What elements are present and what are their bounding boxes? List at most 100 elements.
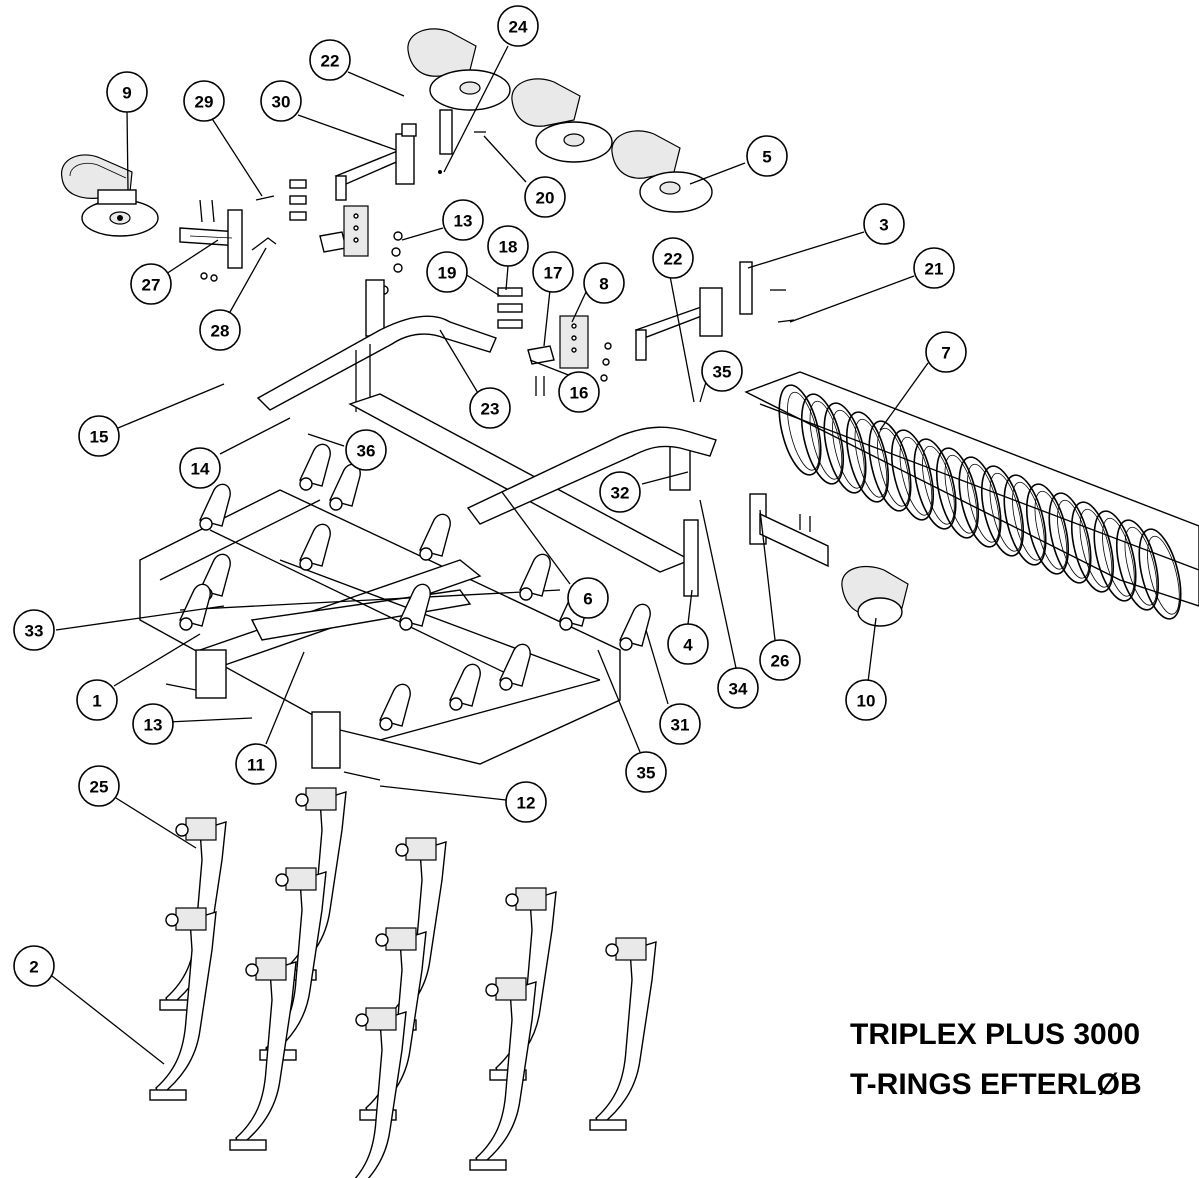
callout-number: 21 <box>925 260 944 279</box>
depth-wheel-9 <box>61 154 159 237</box>
callout-number: 9 <box>122 84 131 103</box>
callout-circle <box>442 199 484 241</box>
callout-26: 26 <box>759 639 801 681</box>
bracket-18-19 <box>497 287 523 329</box>
disc-wheel-middle <box>511 78 613 163</box>
roller-ring <box>1070 501 1115 593</box>
callout-number: 15 <box>90 428 109 447</box>
callout-circle <box>106 71 148 113</box>
tines-25 <box>149 787 657 1178</box>
callout-number: 13 <box>144 716 163 735</box>
callout-number: 16 <box>570 384 589 403</box>
hinge-bracket <box>619 603 651 647</box>
roller-ring-inner <box>854 418 888 498</box>
roller-ring <box>1093 510 1137 602</box>
callout-number: 3 <box>879 216 888 235</box>
roller-ring-inner <box>989 472 1023 552</box>
callout-circle <box>179 447 221 489</box>
roller-ring-inner <box>1057 499 1090 579</box>
callout-number: 28 <box>211 322 230 341</box>
callout-circle <box>78 415 120 457</box>
roller-ring <box>1115 519 1160 611</box>
hinge-pivot <box>419 547 433 561</box>
roller-ring <box>845 411 890 503</box>
callout-circle <box>532 251 574 293</box>
pin-29 <box>255 195 275 201</box>
hinge-pivot <box>329 497 343 511</box>
callout-circle <box>625 751 667 793</box>
roller-ring-inner <box>832 409 865 489</box>
callout-circle <box>845 679 887 721</box>
callout-circle <box>469 387 511 429</box>
callout-number: 10 <box>857 692 876 711</box>
hinge-bracket <box>499 643 531 687</box>
callout-number: 17 <box>544 264 563 283</box>
hinge-pivot <box>379 717 393 731</box>
roller-ring <box>1048 492 1092 584</box>
callout-number: 13 <box>454 212 473 231</box>
callout-number: 19 <box>438 264 457 283</box>
hinge-bracket <box>419 513 451 557</box>
callout-7: 7 <box>925 331 967 373</box>
callout-circle <box>78 765 120 807</box>
callout-22: 22 <box>652 237 694 279</box>
callout-circle <box>717 667 759 709</box>
callout-circle <box>260 80 302 122</box>
callout-34: 34 <box>717 667 759 709</box>
hinge-pivot <box>619 637 633 651</box>
callout-4: 4 <box>667 623 709 665</box>
roller-ring <box>800 393 845 485</box>
callout-circle <box>309 39 351 81</box>
callout-number: 25 <box>90 778 109 797</box>
spring-tine <box>589 937 657 1131</box>
callout-21: 21 <box>913 247 955 289</box>
roller-ring-inner <box>809 400 843 480</box>
roller-ring <box>958 456 1002 548</box>
hinge-pivot <box>499 677 513 691</box>
roller-ring <box>1025 483 1070 575</box>
callout-number: 22 <box>321 52 340 71</box>
callout-circle <box>426 251 468 293</box>
callout-24: 24 <box>497 5 539 47</box>
callout-circle <box>199 309 241 351</box>
leader-lines <box>51 45 929 1065</box>
roller-ring <box>980 465 1025 557</box>
bracket-3 <box>739 261 795 323</box>
roller-ring <box>1003 474 1047 566</box>
spring-tine <box>229 957 297 1151</box>
callout-number: 34 <box>729 680 748 699</box>
callout-1: 1 <box>76 679 118 721</box>
callout-35: 35 <box>625 751 667 793</box>
callout-circle <box>863 203 905 245</box>
title-line-2: T-RINGS EFTERLØB <box>850 1068 1142 1101</box>
callout-30: 30 <box>260 80 302 122</box>
roller-ring-inner <box>899 436 933 516</box>
disc-wheel-5 <box>611 130 713 213</box>
roller-ring-inner <box>922 445 955 525</box>
callout-number: 22 <box>664 250 683 269</box>
roller-ring-inner <box>787 391 820 471</box>
callout-14: 14 <box>179 447 221 489</box>
callout-number: 8 <box>599 275 608 294</box>
disc-wheel-24 <box>407 28 511 155</box>
callout-circle <box>925 331 967 373</box>
callout-circle <box>667 623 709 665</box>
callout-circle <box>524 176 566 218</box>
callout-number: 23 <box>481 400 500 419</box>
callout-circle <box>183 80 225 122</box>
roller-ring-inner <box>1147 535 1180 615</box>
callout-18: 18 <box>487 225 529 267</box>
callout-number: 14 <box>191 460 210 479</box>
callout-12: 12 <box>505 781 547 823</box>
callout-number: 1 <box>92 692 101 711</box>
callout-circle <box>567 577 609 619</box>
callout-28: 28 <box>199 309 241 351</box>
callout-number: 24 <box>509 18 528 37</box>
callout-circle <box>746 135 788 177</box>
callout-circle <box>497 5 539 47</box>
hinge-pivot <box>179 617 193 631</box>
callout-circle <box>487 225 529 267</box>
callout-number: 20 <box>536 189 555 208</box>
wheel-10 <box>841 565 909 627</box>
